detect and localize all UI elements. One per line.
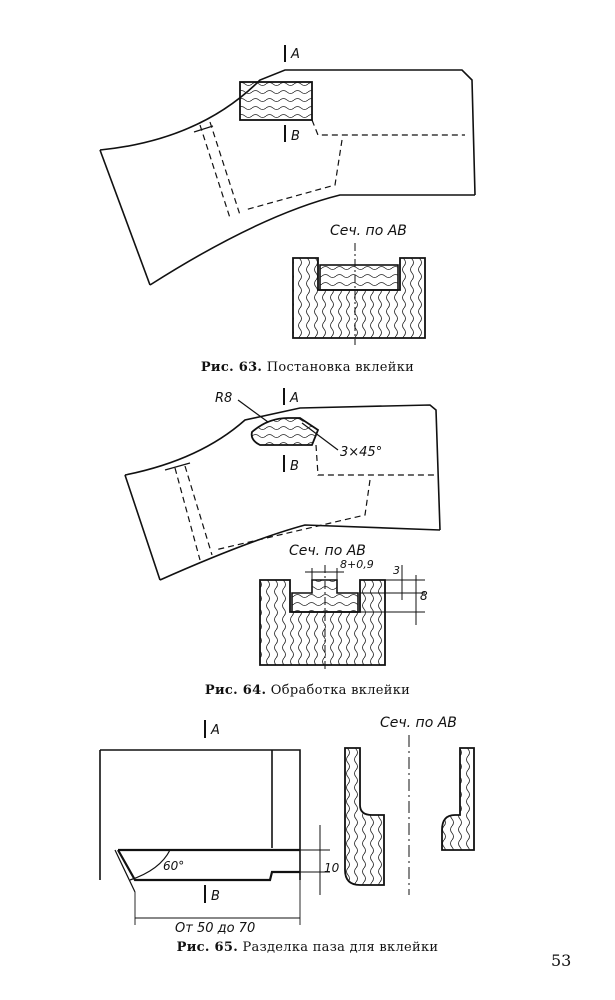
fig64-section-title: Сеч. по АВ (289, 543, 366, 559)
fig63-label-a: A (290, 47, 300, 62)
fig64-section-insert (291, 579, 359, 613)
fig65-length-dim: От 50 до 70 (175, 921, 255, 936)
fig63-caption-text: Постановка вклейки (266, 360, 415, 375)
fig64-caption-number: Рис. 64. (204, 683, 267, 698)
fig64-radius-leader (237, 399, 269, 423)
fig63-section-insert (319, 264, 399, 291)
fig64-label-a: A (289, 391, 299, 406)
fig65-block-outline (100, 749, 301, 880)
fig64-width-dim: 8+0,9 (340, 558, 374, 571)
fig64-beam-bottom (159, 524, 441, 581)
fig63-drawing (99, 45, 476, 345)
fig64-label-b: B (290, 459, 299, 474)
page-number: 53 (551, 951, 572, 970)
fig64-dim-3: 3 (393, 564, 400, 577)
fig64-hidden-lines (174, 444, 436, 561)
fig65-dim-10: 10 (324, 861, 340, 875)
fig65-caption-text: Разделка паза для вклейки (242, 940, 439, 955)
fig63-label-b: B (291, 129, 300, 144)
fig63-hidden-lines (199, 119, 465, 219)
fig63-caption-number: Рис. 63. (200, 360, 263, 375)
fig65-section-right (441, 747, 475, 851)
fig65-drawing (99, 720, 475, 925)
fig65-caption-number: Рис. 65. (176, 940, 239, 955)
fig65-label-a: A (210, 723, 220, 738)
fig65-section-title: Сеч. по АВ (380, 715, 457, 731)
fig63-beam-left-end (99, 149, 151, 286)
fig64-chamfer-leader (301, 422, 339, 451)
fig64-label-radius: R8 (215, 391, 232, 406)
fig65-section-left (344, 747, 385, 886)
fig63-beam-top (99, 69, 476, 196)
fig64-beam-top (124, 404, 441, 531)
fig64-beam-left-end (124, 474, 161, 581)
fig65-angle-arc (129, 849, 171, 881)
fig63-section-title: Сеч. по АВ (330, 223, 407, 239)
fig64-caption-text: Обработка вклейки (270, 683, 411, 698)
fig63-caption: Рис. 63. Постановка вклейки (0, 360, 615, 375)
fig64-label-chamfer: 3×45° (340, 445, 382, 460)
fig64-insert-block (250, 417, 320, 446)
fig65-groove (117, 848, 300, 882)
fig65-caption: Рис. 65. Разделка паза для вклейки (0, 940, 615, 955)
fig64-drawing (124, 388, 441, 670)
fig64-dim-8: 8 (420, 589, 428, 603)
fig63-cross-section (292, 257, 426, 339)
fig65-angle: 60° (163, 859, 184, 873)
fig63-beam-bottom (149, 194, 475, 286)
fig64-caption: Рис. 64. Обработка вклейки (0, 683, 615, 698)
fig65-label-b: B (211, 889, 220, 904)
fig63-insert-block (239, 81, 313, 121)
